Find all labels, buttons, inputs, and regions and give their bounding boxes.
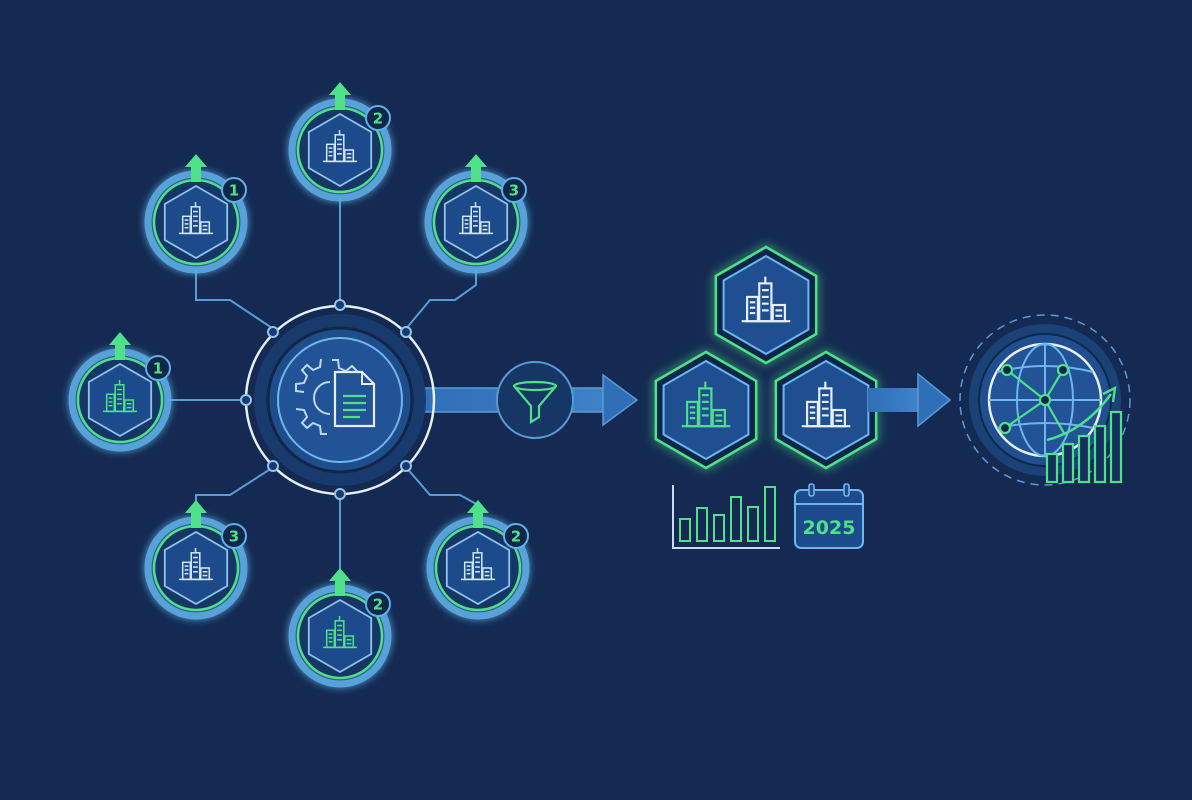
rank-badge: 1 [145,355,171,381]
hex-top[interactable] [714,245,818,365]
svg-text:2: 2 [373,596,383,614]
hub-junctions [240,299,412,500]
svg-text:1: 1 [153,360,163,378]
rank-badge: 3 [221,523,247,549]
calendar-icon: 2025 [794,483,864,549]
output-globe[interactable] [959,314,1145,486]
filter-node[interactable] [496,361,574,439]
calendar-year: 2025 [803,517,856,539]
hex-right[interactable] [774,350,878,470]
up-arrow-icon [329,82,351,110]
node-bottom-right[interactable]: 2 [426,500,530,620]
node-top-right[interactable]: 3 [424,154,528,274]
up-arrow-icon [467,500,489,528]
up-arrow-icon [465,154,487,182]
globe-growth-icon [987,342,1123,484]
gear-document-icon [295,358,376,435]
funnel-icon [512,380,558,424]
up-arrow-icon [109,332,131,360]
svg-text:3: 3 [509,182,519,200]
node-bottom-left[interactable]: 3 [144,500,248,620]
node-top-left[interactable]: 1 [144,154,248,274]
flow-arrow-2 [868,372,952,428]
rank-badge: 1 [221,177,247,203]
svg-text:2: 2 [511,528,521,546]
up-arrow-icon [329,568,351,596]
svg-text:1: 1 [229,182,239,200]
rank-badge: 3 [501,177,527,203]
up-arrow-icon [185,154,207,182]
bar-chart-icon [672,485,780,549]
rank-badge: 2 [503,523,529,549]
node-bottom[interactable]: 2 [288,568,392,688]
rank-badge: 2 [365,105,391,131]
node-top[interactable]: 2 [288,82,392,202]
hex-left[interactable] [654,350,758,470]
node-left[interactable]: 1 [68,332,172,452]
up-arrow-icon [185,500,207,528]
rank-badge: 2 [365,591,391,617]
svg-text:2: 2 [373,110,383,128]
svg-text:3: 3 [229,528,239,546]
